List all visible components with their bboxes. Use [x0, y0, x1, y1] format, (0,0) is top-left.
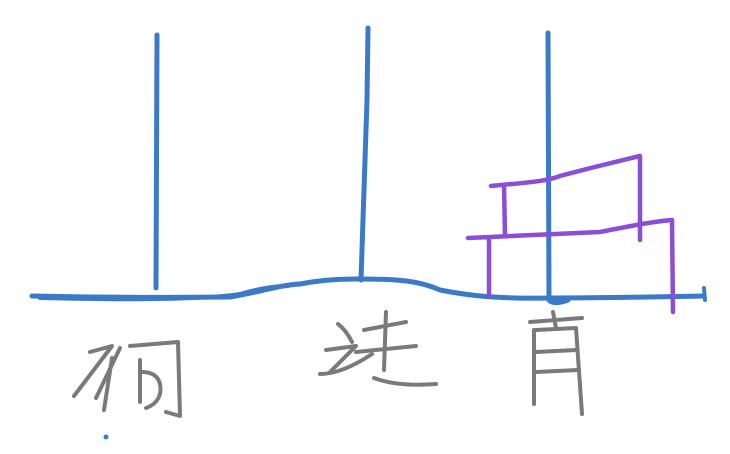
glyph-right [528, 310, 584, 416]
base-line [29, 276, 707, 301]
glyph-middle [318, 310, 438, 387]
glyph-left [72, 340, 182, 418]
peg-middle [358, 25, 371, 283]
peg-left [153, 32, 160, 291]
disk-small [488, 153, 643, 243]
peg-right [545, 30, 571, 306]
stray-dot [103, 434, 109, 440]
base-right-tick [702, 286, 707, 302]
base-line-overlap [38, 284, 290, 302]
